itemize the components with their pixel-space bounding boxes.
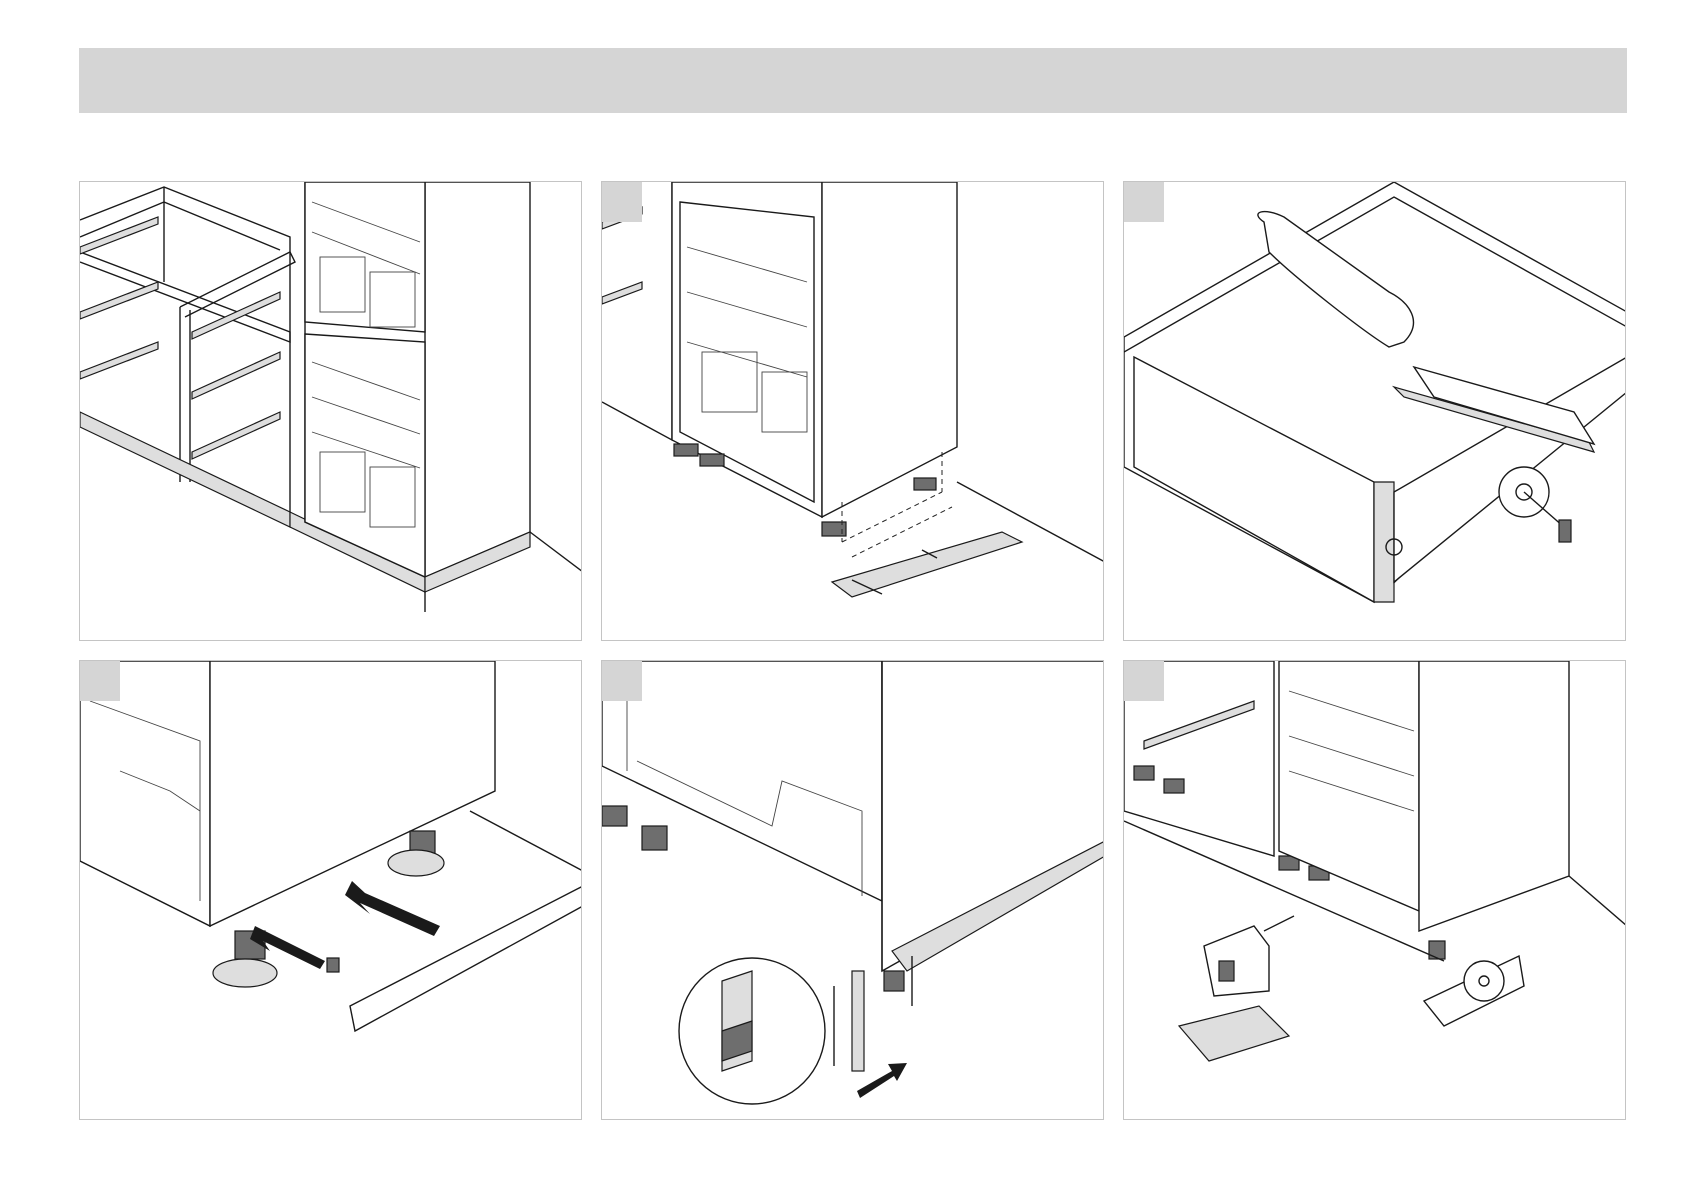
illustration-panel-5 — [601, 660, 1104, 1120]
measure-tape-icon — [1424, 956, 1524, 1026]
step-tab — [80, 661, 120, 701]
step-tab — [1124, 661, 1164, 701]
step-tab — [602, 661, 642, 701]
illustration-panel-4 — [79, 660, 582, 1120]
jigsaw-illustration — [1124, 661, 1626, 1120]
plinth-clip — [327, 958, 339, 972]
cabinet-row-illustration — [80, 182, 582, 641]
corner-profile — [852, 971, 864, 1071]
step-tab — [1124, 182, 1164, 222]
corner-profile-illustration — [602, 661, 1104, 1120]
illustration-panel-1 — [79, 181, 582, 641]
header-bar — [79, 48, 1627, 113]
plinth-piece — [1179, 1006, 1289, 1061]
illustration-panel-6 — [1123, 660, 1626, 1120]
attach-plinth-illustration — [80, 661, 582, 1120]
illustration-panel-3 — [1123, 181, 1626, 641]
measure-plinth-illustration — [602, 182, 1104, 641]
step-tab — [602, 182, 642, 222]
jigsaw-icon — [1204, 916, 1294, 996]
table-saw-icon — [1124, 182, 1626, 641]
illustration-panel-2 — [601, 181, 1104, 641]
